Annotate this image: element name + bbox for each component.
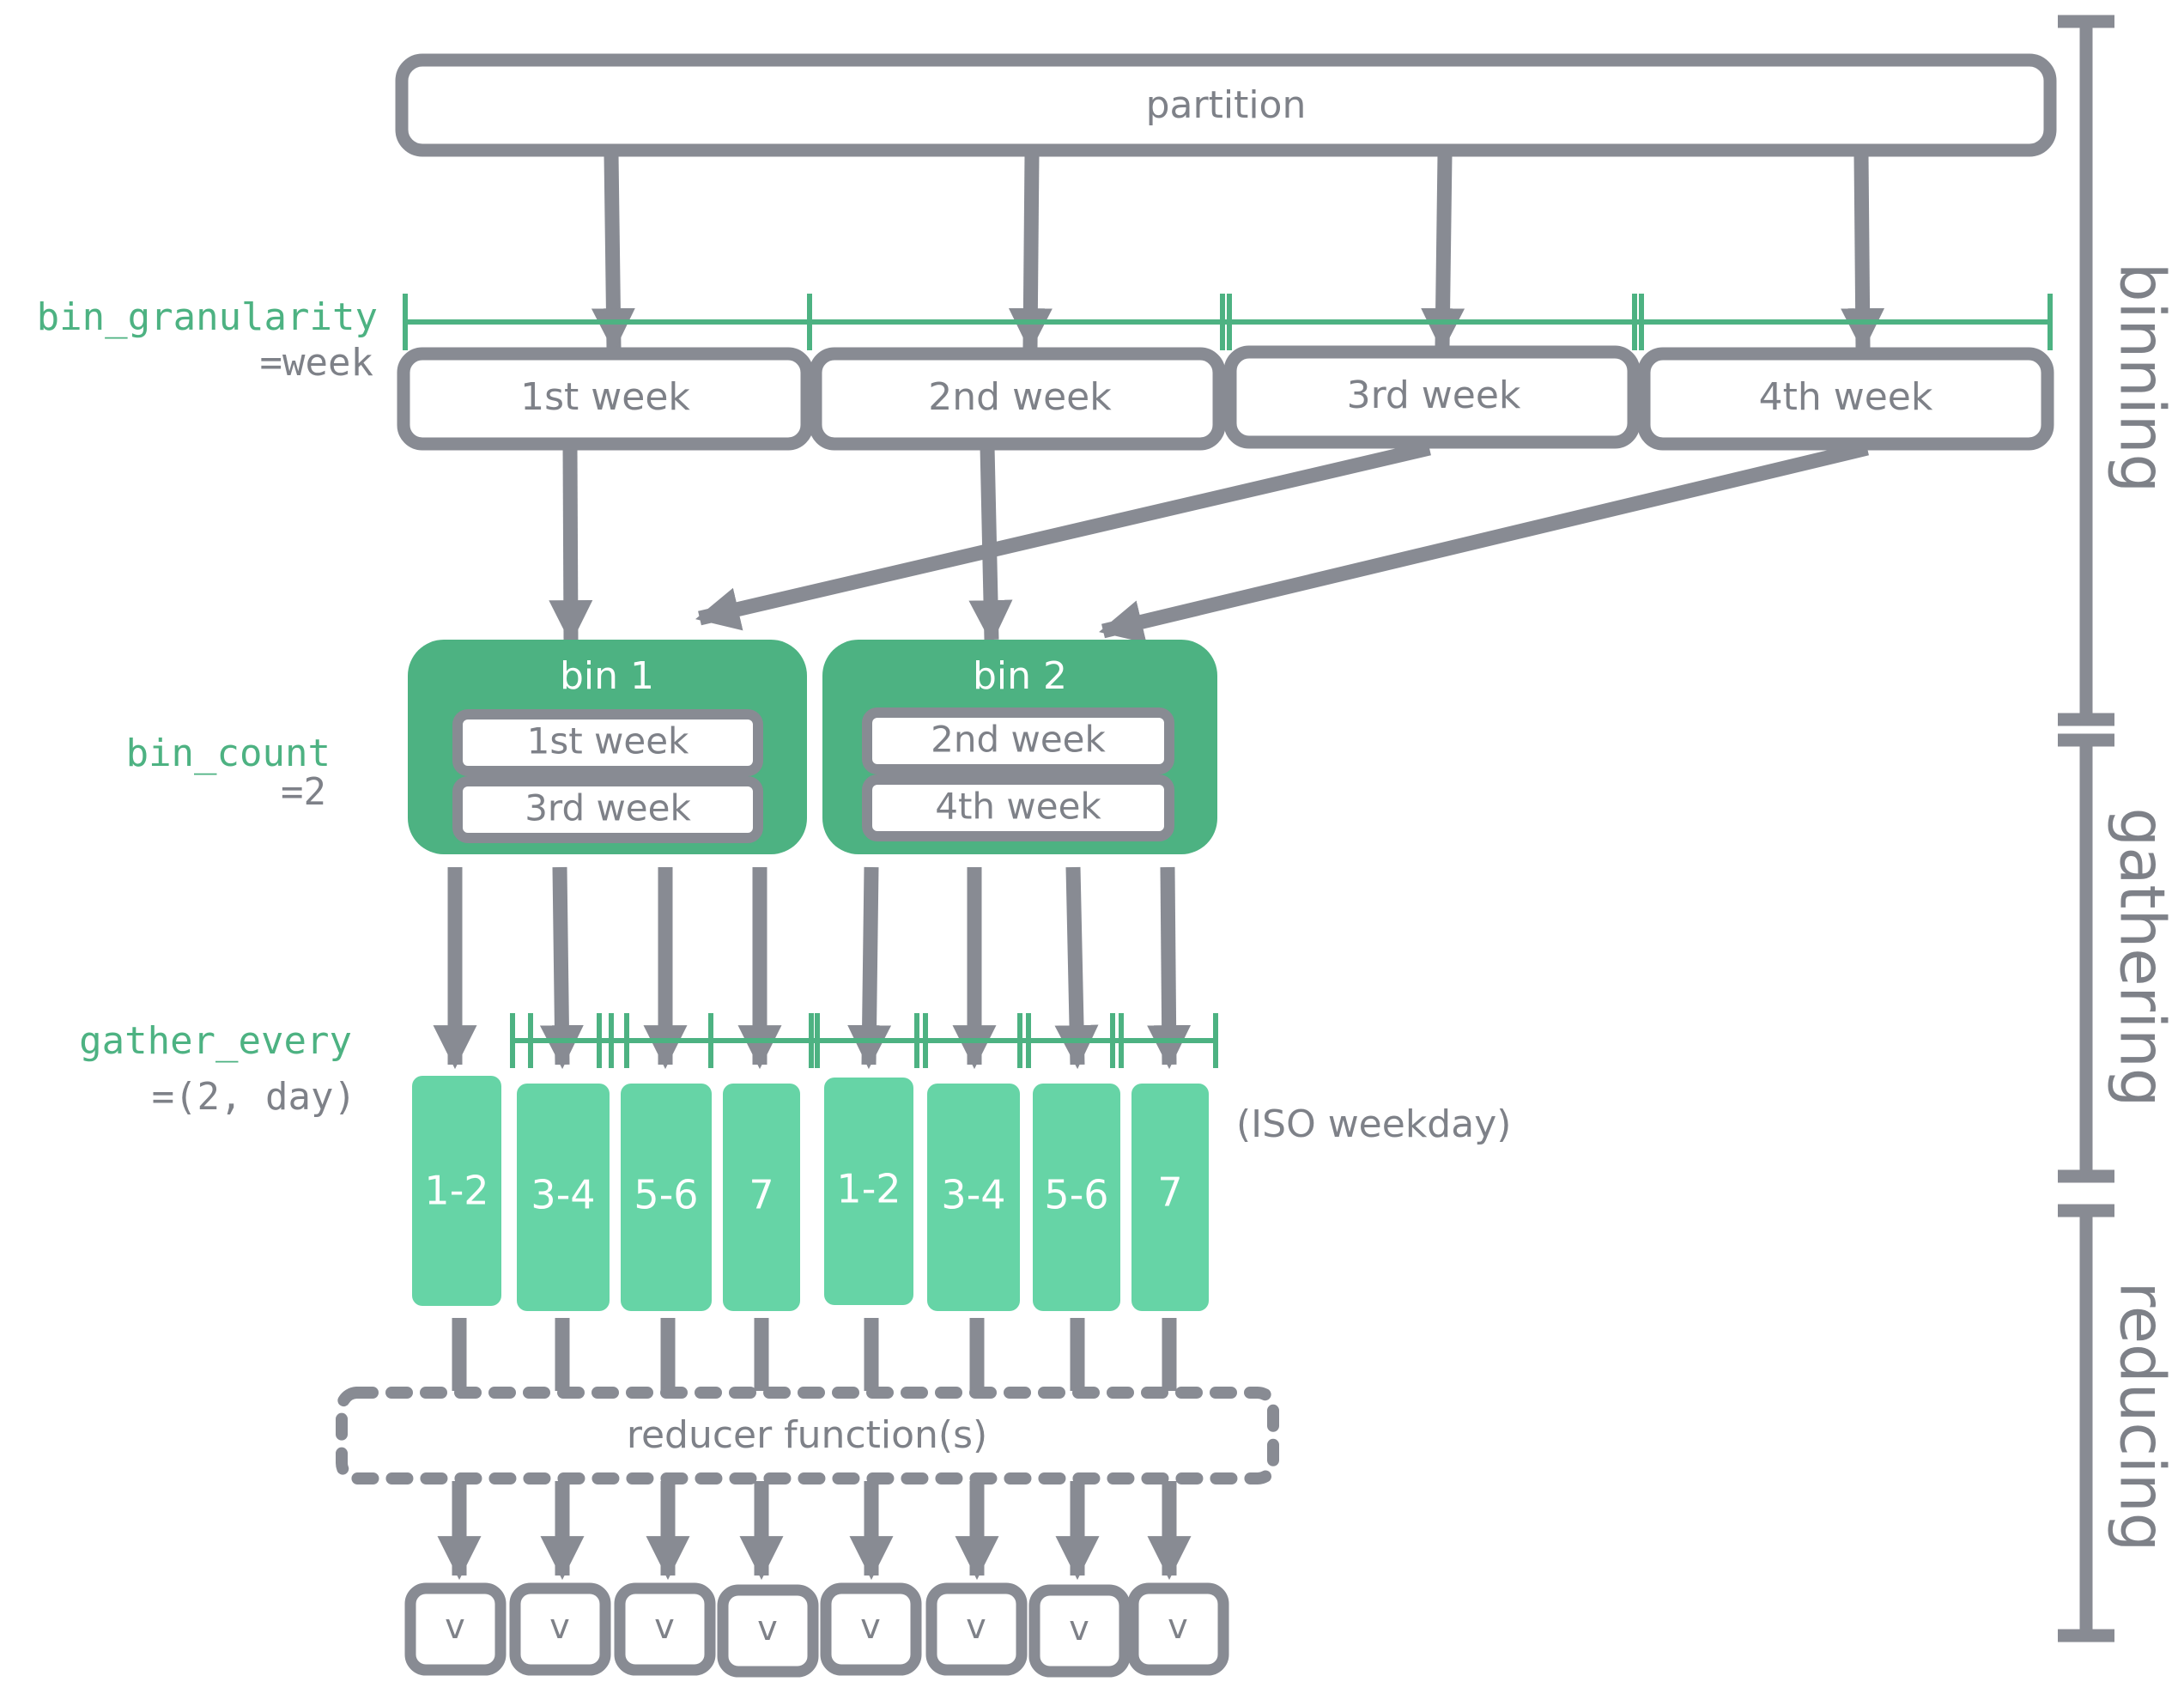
output-box (1028, 1584, 1131, 1678)
week-box (1223, 345, 1641, 449)
gather-nodes: 1-2 3-4 5-6 7 1-2 3-4 5-6 7 (412, 1076, 1209, 1311)
gather-box (621, 1084, 712, 1311)
output-label: v (1069, 1609, 1089, 1648)
output-label: v (966, 1607, 986, 1647)
gather-box (517, 1084, 610, 1311)
gather-label: 5-6 (634, 1172, 698, 1218)
bin-count-value: =2 (281, 770, 326, 814)
arrow-week3-bin1 (695, 440, 1431, 631)
gather-label: 1-2 (836, 1166, 901, 1212)
bin-week-box (862, 707, 1174, 774)
output-box (614, 1582, 716, 1676)
week-box (397, 347, 814, 451)
arrow-bin2-gather1 (847, 866, 892, 1070)
output-label: v (1168, 1607, 1188, 1647)
gather-label: 7 (1157, 1169, 1182, 1216)
gather-box (1131, 1084, 1209, 1311)
gather-box (824, 1078, 913, 1305)
stage-brackets (2058, 15, 2114, 1642)
output-nodes: v v v v v v v v (404, 1582, 1229, 1678)
bin-label: bin 2 (973, 654, 1067, 698)
bin-granularity-value: =week (260, 341, 373, 385)
stage-label-reducing: reducing (2106, 1282, 2178, 1552)
gather-label: 7 (749, 1172, 774, 1218)
gather-label: 3-4 (941, 1172, 1005, 1218)
arrow-partition-week3 (1421, 154, 1465, 353)
output-box (925, 1582, 1028, 1676)
reducer-box (336, 1387, 1279, 1484)
arrow-week2-bin2 (968, 446, 1013, 645)
gather-box (1033, 1084, 1120, 1311)
arrow-week1-bin1 (549, 446, 593, 645)
week-nodes: 1st week 2nd week 3rd week 4th week (397, 345, 2054, 451)
partition-box (395, 53, 2057, 157)
stage-label-gathering: gathering (2106, 808, 2178, 1108)
gather-label: 1-2 (424, 1168, 488, 1214)
bin-week-box (452, 776, 763, 843)
gather-box (412, 1076, 501, 1306)
stage-label-binning: binning (2106, 263, 2178, 493)
arrow-partition-week1 (591, 154, 635, 353)
gather-every-name: gather_every (79, 1019, 352, 1063)
bin-week-label: 4th week (935, 786, 1101, 828)
arrow-bin2-gather3 (1054, 866, 1099, 1070)
parameter-labels: bin_granularity =week bin_count =2 gathe… (37, 295, 378, 1119)
partition-node: partition (395, 53, 2057, 157)
output-box (1127, 1582, 1229, 1676)
week-label: 1st week (520, 375, 690, 419)
output-label: v (549, 1607, 570, 1647)
arrow-partition-week4 (1841, 154, 1885, 353)
partition-label: partition (1146, 83, 1307, 127)
bin-week-box (862, 774, 1174, 841)
week-box (809, 347, 1226, 451)
bin-count-name: bin_count (126, 732, 331, 775)
week-box (1637, 347, 2054, 451)
output-label: v (445, 1607, 465, 1647)
gather-label: 3-4 (531, 1172, 595, 1218)
gather-box (927, 1084, 1020, 1311)
bin-week-label: 2nd week (931, 719, 1106, 761)
gather-label: 5-6 (1044, 1172, 1108, 1218)
week-label: 4th week (1759, 375, 1933, 419)
gather-box (723, 1084, 800, 1311)
output-label: v (860, 1607, 881, 1647)
arrow-bin1-gather2 (539, 866, 584, 1070)
bin-nodes: bin 1 1st week 3rd week bin 2 2nd week 4… (408, 640, 1217, 854)
output-label: v (757, 1609, 778, 1648)
output-box (404, 1582, 507, 1676)
reducer-node: reducer function(s) (336, 1387, 1279, 1484)
bin-granularity-ruler (403, 294, 2053, 350)
stage-labels: binning gathering reducing (2106, 263, 2178, 1551)
arrow-partition-week2 (1008, 154, 1053, 353)
output-label: v (654, 1607, 675, 1647)
arrow-week4-bin2 (1099, 440, 1869, 644)
iso-weekday-note: (ISO weekday) (1236, 1102, 1511, 1146)
week-label: 3rd week (1347, 373, 1521, 417)
arrows (433, 154, 1885, 1581)
bin-week-label: 3rd week (525, 787, 691, 829)
output-box (717, 1584, 819, 1678)
bin-week-label: 1st week (527, 720, 689, 762)
gather-every-ruler (510, 1013, 1218, 1068)
gather-reducer-connectors (452, 1318, 1177, 1391)
bin-label: bin 1 (560, 654, 654, 698)
output-box (820, 1582, 922, 1676)
week-label: 2nd week (928, 375, 1112, 419)
arrow-bin2-gather4 (1147, 866, 1192, 1070)
reducer-label: reducer function(s) (627, 1413, 987, 1457)
gather-every-value: =(2, day) (152, 1075, 356, 1119)
bin-granularity-name: bin_granularity (37, 295, 378, 339)
output-box (509, 1582, 611, 1676)
bin-week-box (452, 709, 763, 776)
